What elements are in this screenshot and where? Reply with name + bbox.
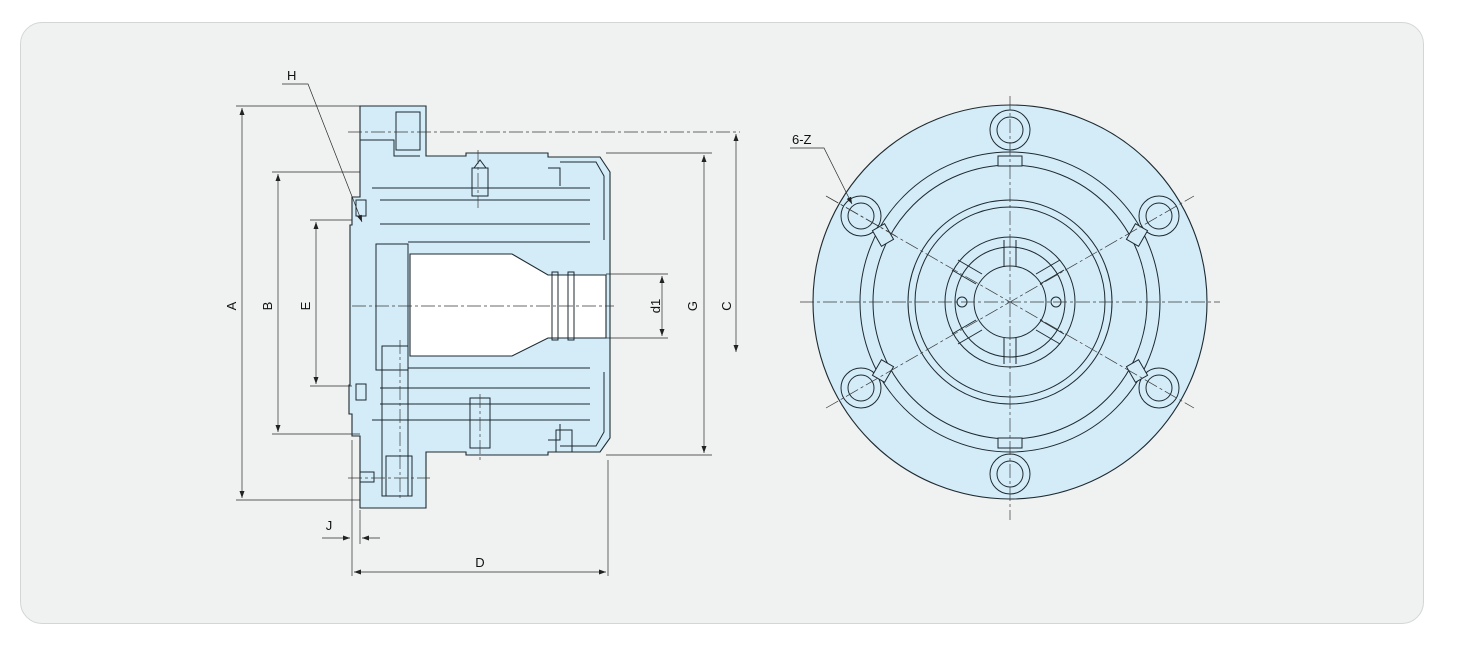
- dimension-label-h: H: [287, 68, 296, 83]
- top-screw: [471, 167, 489, 197]
- front-view: 6-Z: [790, 96, 1220, 520]
- collet-groove-1: [551, 271, 559, 341]
- mounting-hole-lower-right: [1138, 367, 1180, 409]
- hole-note-leader: [790, 147, 853, 205]
- hole-note-label: 6-Z: [792, 132, 812, 147]
- side-view-labels: A B E H d1 G C J D: [224, 68, 734, 570]
- side-view: [348, 105, 740, 509]
- dimension-label-b: B: [260, 302, 275, 311]
- dimension-label-g: G: [685, 301, 700, 311]
- pilot-ring: [375, 243, 409, 371]
- dimension-label-e: E: [298, 301, 313, 310]
- mounting-hole-upper-right: [1138, 195, 1180, 237]
- dimension-label-j: J: [326, 518, 333, 533]
- rear-screw: [555, 429, 573, 453]
- dimension-label-c: C: [719, 301, 734, 310]
- side-view-dimensions: [236, 83, 739, 576]
- dimension-label-a: A: [224, 301, 239, 310]
- dimension-label-d1: d1: [648, 299, 663, 313]
- dimension-label-d: D: [475, 555, 484, 570]
